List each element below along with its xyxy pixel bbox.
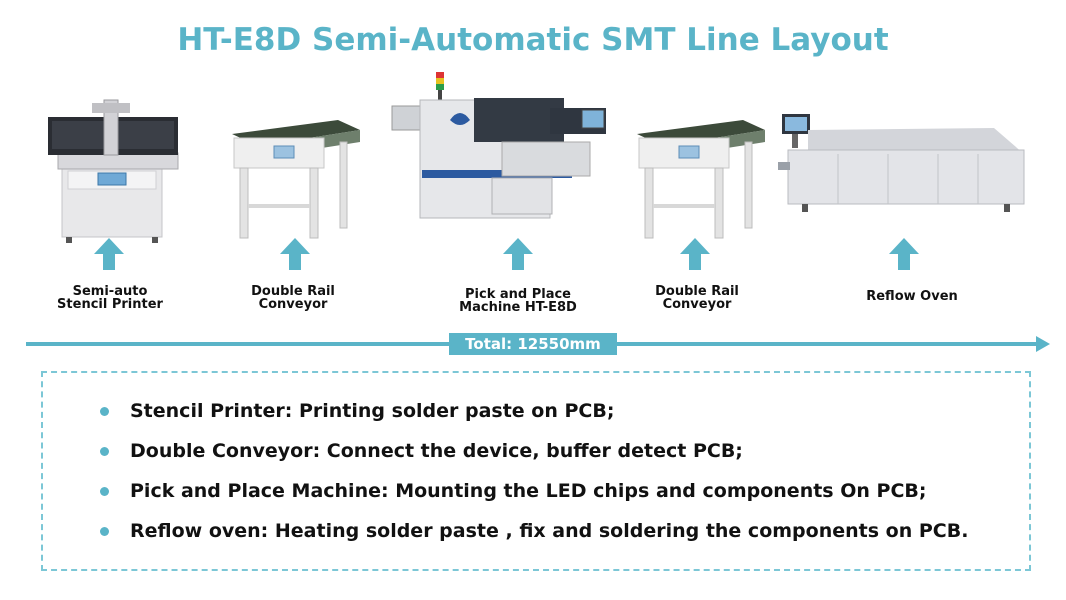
conveyor-image-1	[232, 120, 360, 239]
arrow-up-icon-4	[680, 238, 710, 270]
arrow-up-icon-2	[280, 238, 310, 270]
list-item: Reflow oven: Heating solder paste , fix …	[100, 518, 968, 558]
list-item: Stencil Printer: Printing solder paste o…	[100, 398, 968, 438]
label-line: Double Rail	[251, 284, 335, 299]
station-label-stencil-printer: Semi-auto Stencil Printer	[30, 285, 190, 311]
total-length-badge: Total: 12550mm	[449, 333, 617, 355]
list-item: Pick and Place Machine: Mounting the LED…	[100, 478, 968, 518]
bullet-icon	[100, 487, 109, 496]
arrow-up-icon-5	[889, 238, 919, 270]
label-line: Stencil Printer	[57, 297, 163, 312]
arrow-up-icon-1	[94, 238, 124, 270]
page-title: HT-E8D Semi-Automatic SMT Line Layout	[177, 22, 889, 58]
description-text: Stencil Printer: Printing solder paste o…	[130, 400, 615, 422]
description-list: Stencil Printer: Printing solder paste o…	[100, 398, 968, 558]
conveyor-image-2	[637, 120, 765, 239]
label-line: Conveyor	[258, 297, 328, 312]
label-line: Reflow Oven	[866, 289, 958, 304]
label-line: Conveyor	[662, 297, 732, 312]
bullet-icon	[100, 407, 109, 416]
arrow-up-icon-3	[503, 238, 533, 270]
bullet-icon	[100, 447, 109, 456]
description-text: Pick and Place Machine: Mounting the LED…	[130, 480, 927, 502]
pick-and-place-image	[391, 72, 606, 219]
label-line: Double Rail	[655, 284, 739, 299]
bullet-icon	[100, 527, 109, 536]
station-label-conveyor-2: Double Rail Conveyor	[622, 285, 772, 311]
description-text: Double Conveyor: Connect the device, buf…	[130, 440, 743, 462]
arrow-right-icon	[1036, 336, 1050, 352]
label-line: Semi-auto	[72, 284, 148, 299]
label-line: Machine HT-E8D	[459, 300, 577, 315]
station-label-reflow-oven: Reflow Oven	[832, 290, 992, 303]
station-label-conveyor-1: Double Rail Conveyor	[218, 285, 368, 311]
label-line: Pick and Place	[465, 287, 571, 302]
reflow-oven-image	[778, 114, 1025, 212]
list-item: Double Conveyor: Connect the device, buf…	[100, 438, 968, 478]
description-text: Reflow oven: Heating solder paste , fix …	[130, 520, 969, 542]
description-box	[41, 371, 1031, 571]
station-label-pick-and-place: Pick and Place Machine HT-E8D	[438, 288, 598, 314]
stencil-printer-image	[48, 99, 179, 243]
